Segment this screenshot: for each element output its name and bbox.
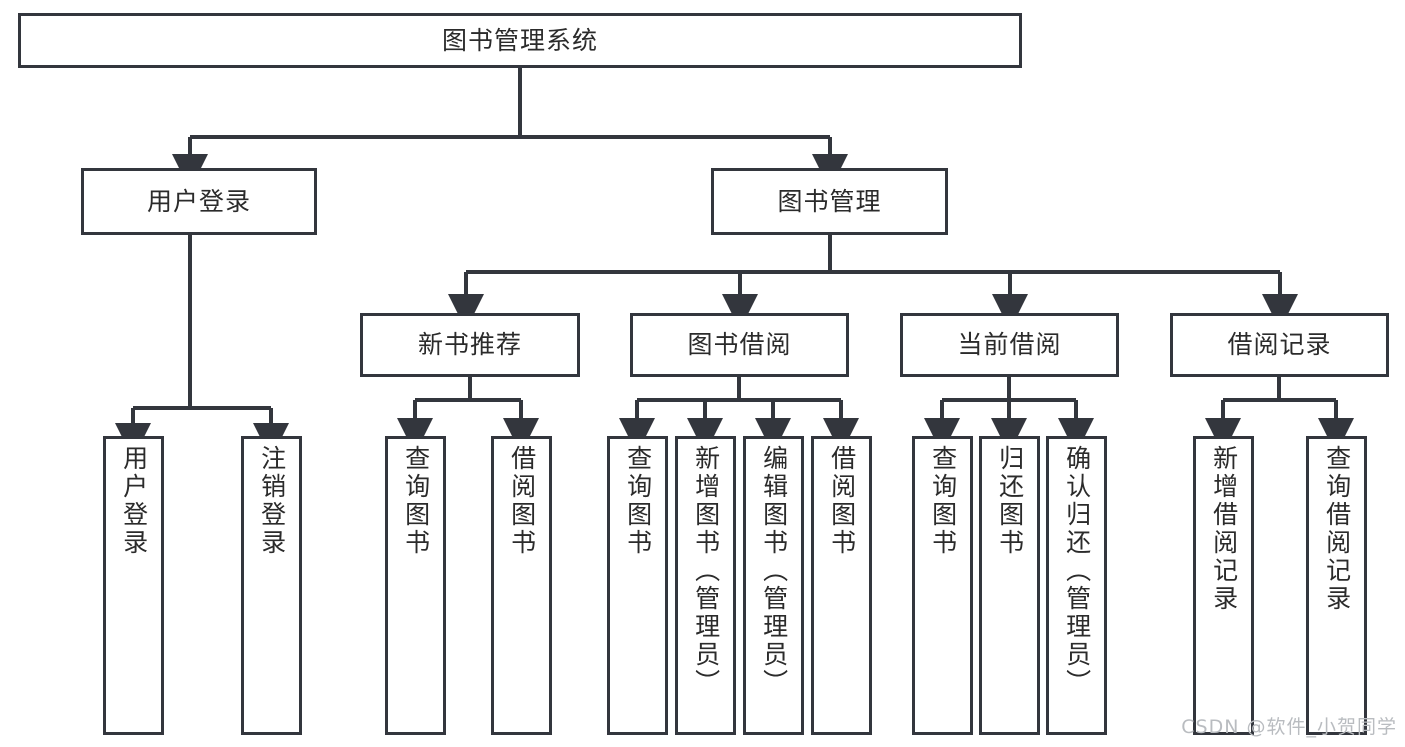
node-book-borrow-label: 图书借阅	[687, 330, 792, 360]
node-leaf-user-login-label: 用户登录	[119, 445, 149, 557]
node-current-borrow-label: 当前借阅	[957, 330, 1062, 360]
node-leaf-borrow-book-2-label: 借阅图书	[827, 445, 857, 557]
node-leaf-logout[interactable]: 注销登录	[241, 436, 302, 735]
node-leaf-return-book-label: 归还图书	[995, 445, 1025, 557]
node-current-borrow[interactable]: 当前借阅	[900, 313, 1119, 377]
node-leaf-return-book[interactable]: 归还图书	[979, 436, 1040, 735]
node-leaf-borrow-book-2[interactable]: 借阅图书	[811, 436, 872, 735]
node-leaf-logout-label: 注销登录	[257, 445, 287, 557]
node-leaf-query-record[interactable]: 查询借阅记录	[1306, 436, 1367, 735]
node-book-borrow[interactable]: 图书借阅	[630, 313, 849, 377]
node-book-manage-label: 图书管理	[777, 186, 882, 216]
node-leaf-add-book-label: 新增图书（管理员）	[691, 445, 721, 697]
node-user-login-label: 用户登录	[146, 186, 251, 216]
node-leaf-query-book-1[interactable]: 查询图书	[385, 436, 446, 735]
node-new-book-rec-label: 新书推荐	[417, 330, 522, 360]
node-leaf-query-book-3[interactable]: 查询图书	[912, 436, 973, 735]
node-leaf-edit-book-label: 编辑图书（管理员）	[759, 445, 789, 697]
node-leaf-edit-book[interactable]: 编辑图书（管理员）	[743, 436, 804, 735]
node-borrow-record[interactable]: 借阅记录	[1170, 313, 1389, 377]
node-leaf-query-book-2-label: 查询图书	[623, 445, 653, 557]
node-new-book-rec[interactable]: 新书推荐	[360, 313, 580, 377]
node-leaf-query-record-label: 查询借阅记录	[1322, 445, 1352, 613]
node-leaf-confirm-return[interactable]: 确认归还（管理员）	[1046, 436, 1107, 735]
node-leaf-borrow-book-1-label: 借阅图书	[507, 445, 537, 557]
node-root[interactable]: 图书管理系统	[18, 13, 1022, 68]
node-leaf-confirm-return-label: 确认归还（管理员）	[1062, 445, 1092, 697]
node-user-login[interactable]: 用户登录	[81, 168, 317, 235]
node-book-manage[interactable]: 图书管理	[711, 168, 948, 235]
node-leaf-add-record[interactable]: 新增借阅记录	[1193, 436, 1254, 735]
node-leaf-add-record-label: 新增借阅记录	[1209, 445, 1239, 613]
watermark-text: CSDN @软件_小贺同学	[1181, 716, 1397, 738]
node-root-label: 图书管理系统	[441, 25, 598, 55]
node-leaf-add-book[interactable]: 新增图书（管理员）	[675, 436, 736, 735]
node-leaf-query-book-3-label: 查询图书	[928, 445, 958, 557]
node-leaf-user-login[interactable]: 用户登录	[103, 436, 164, 735]
node-leaf-query-book-1-label: 查询图书	[401, 445, 431, 557]
node-leaf-query-book-2[interactable]: 查询图书	[607, 436, 668, 735]
node-borrow-record-label: 借阅记录	[1227, 330, 1332, 360]
node-leaf-borrow-book-1[interactable]: 借阅图书	[491, 436, 552, 735]
